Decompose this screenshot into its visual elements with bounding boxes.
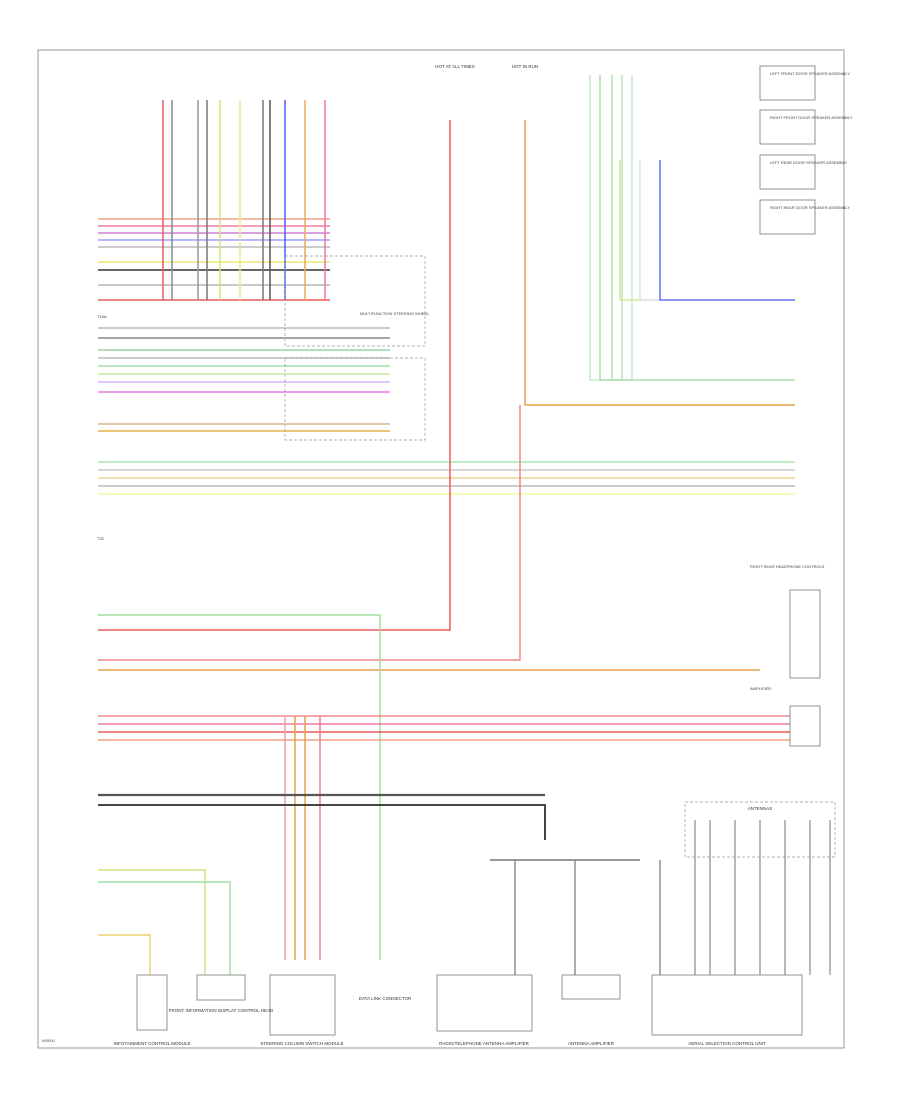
wire-layer — [98, 75, 831, 975]
label-multifunction: MULTIFUNCTION STEERING WHEEL — [360, 311, 430, 316]
label-steering-column: STEERING COLUMN SWITCH MODULE — [260, 1041, 343, 1046]
label-left-front-speaker: LEFT FRONT DOOR SPEAKER ASSEMBLY — [770, 71, 850, 76]
power-wire — [98, 120, 451, 631]
data-wire — [98, 614, 381, 960]
label-antenna-amplifier: ANTENNA AMPLIFIER — [568, 1041, 615, 1046]
diagram-frame — [37, 49, 845, 1049]
label-data-link: DATA LINK CONNECTOR — [359, 996, 412, 1001]
component-boxes — [136, 65, 836, 1036]
power-wire — [524, 120, 795, 406]
display-wire — [98, 934, 151, 975]
power-wire — [98, 405, 521, 661]
label-right-rear-controls: RIGHT REAR HEADPHONE CONTROLS — [750, 564, 825, 569]
label-front-info: FRONT INFORMATION DISPLAY CONTROL HEAD — [169, 1008, 274, 1013]
label-hot-in-run: HOT IN RUN — [512, 64, 538, 69]
label-right-rear-speaker: RIGHT REAR DOOR SPEAKER ASSEMBLY — [770, 205, 850, 210]
label-right-front-speaker: RIGHT FRONT DOOR SPEAKER ASSEMBLY — [770, 115, 853, 120]
speaker-wire — [659, 160, 795, 301]
label-t32: T32 — [97, 536, 105, 541]
labels: LEFT FRONT DOOR SPEAKER ASSEMBLY RIGHT F… — [42, 64, 853, 1046]
label-antennas: ANTENNAS — [748, 806, 773, 811]
label-antenna-amp-roof: RADIO/TELEPHONE ANTENNA AMPLIFIER — [439, 1041, 530, 1046]
label-page-code: W0000 — [42, 1038, 55, 1043]
speaker-wire — [631, 75, 795, 381]
can-bus — [98, 804, 546, 840]
label-aerial-selection: AERIAL SELECTION CONTROL UNIT — [688, 1041, 766, 1046]
label-hot-at-all-times: HOT AT ALL TIMES — [435, 64, 475, 69]
label-left-rear-speaker: LEFT REAR DOOR SPEAKER ASSEMBLY — [770, 160, 848, 165]
display-wire — [98, 881, 231, 975]
label-amplifier: AMPLIFIER — [750, 686, 771, 691]
label-infotainment: INFOTAINMENT CONTROL MODULE — [114, 1041, 191, 1046]
label-t16a: T16A — [97, 314, 107, 319]
display-wire — [98, 869, 206, 975]
